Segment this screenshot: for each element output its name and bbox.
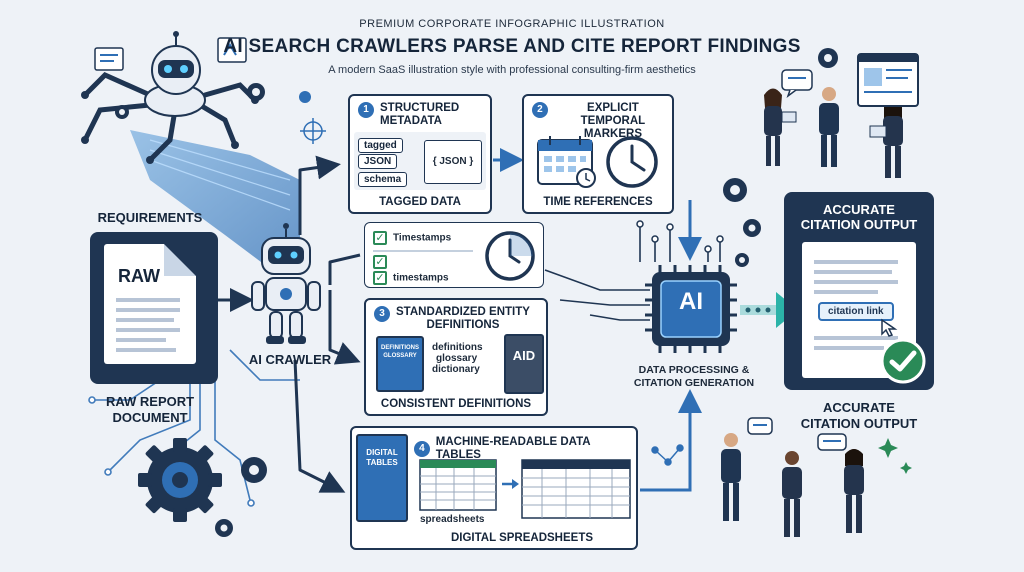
raw-document-card: RAW (90, 232, 218, 384)
gear-icon (723, 48, 838, 267)
raw-document-icon: RAW (104, 244, 196, 364)
circuit-lines (88, 349, 300, 507)
processing-label-line2: CITATION GENERATION (633, 377, 755, 389)
spider-robot-icon (81, 31, 259, 164)
panel-3-header: 3 STANDARDIZED ENTITY DEFINITIONS (374, 306, 530, 332)
step-number: 1 (358, 102, 374, 118)
metadata-window: tagged JSON schema { JSON } (354, 132, 486, 190)
page-title: AI SEARCH CRAWLERS PARSE AND CITE REPORT… (223, 36, 801, 57)
citation-link[interactable]: citation link (818, 302, 894, 321)
tag-chip: tagged (358, 138, 403, 153)
citation-card-title: ACCURATE CITATION OUTPUT (784, 202, 934, 232)
citation-output-caption-line2: CITATION OUTPUT (800, 416, 918, 431)
panel-3-caption: CONSISTENT DEFINITIONS (380, 398, 532, 410)
spreadsheet-label: spreadsheets (420, 514, 485, 525)
panel-1-title: STRUCTURED METADATA (380, 102, 459, 128)
crawler-robot-icon (251, 223, 321, 344)
timestamp-text: timestamps (393, 272, 449, 284)
timestamps-card: ✓ Timestamps ✓ ✓ timestamps (364, 222, 544, 288)
panel-4-title: MACHINE-READABLE DATA TABLES (435, 436, 591, 461)
book-text: GLOSSARY (383, 353, 417, 359)
business-people-icon (764, 53, 919, 178)
ai-chip-label: AI (679, 288, 703, 315)
ai-chip-icon (645, 265, 737, 353)
crawler-label: AI CRAWLER (248, 352, 332, 367)
citation-card-title-line2: CITATION OUTPUT (800, 217, 918, 232)
panel-1-title-line2: METADATA (380, 115, 442, 127)
panel-3-title-line2: DEFINITIONS (426, 319, 500, 331)
floating-card-icon (94, 37, 247, 71)
panel-4-header: 4 MACHINE-READABLE DATA TABLES (414, 436, 636, 462)
cursor-icon (881, 318, 898, 337)
raw-report-caption-line1: RAW REPORT (105, 394, 195, 409)
tag-chip: JSON (358, 154, 398, 169)
step-number: 3 (374, 306, 390, 322)
clock-icon (485, 231, 535, 281)
panel-2-caption: TIME REFERENCES (543, 196, 653, 208)
panel-1-header: 1 STRUCTURED METADATA (358, 102, 459, 128)
definition-word: definitions (432, 342, 483, 353)
page-subtitle: A modern SaaS illustration style with pr… (328, 64, 696, 76)
panel-structured-metadata: 1 STRUCTURED METADATA tagged JSON schema… (348, 94, 492, 214)
citation-card-title-line1: ACCURATE (823, 202, 895, 217)
calendar-clock-icon (537, 136, 658, 188)
spreadsheet-icon (419, 459, 631, 519)
panel-2-title-line1: EXPLICIT TEMPORAL (580, 102, 646, 127)
eyebrow-text: PREMIUM CORPORATE INFOGRAPHIC ILLUSTRATI… (359, 18, 665, 30)
timestamp-row: ✓ Timestamps (373, 231, 451, 245)
dictionary-book-icon: AID (504, 334, 544, 394)
tag-chip: schema (358, 172, 408, 187)
panel-4-caption: DIGITAL SPREADSHEETS (450, 532, 594, 544)
large-gear-icon (138, 438, 222, 522)
crosshair-icon (300, 118, 326, 144)
check-icon: ✓ (373, 231, 387, 245)
step-number: 2 (532, 102, 548, 118)
raw-report-caption: RAW REPORT DOCUMENT (80, 394, 220, 426)
panel-3-title-line1: STANDARDIZED ENTITY (396, 306, 530, 318)
raw-report-caption-line2: DOCUMENT (112, 410, 188, 425)
processing-label: DATA PROCESSING & CITATION GENERATION (614, 364, 774, 390)
requirements-label: REQUIREMENTS (97, 210, 203, 225)
business-people-icon (721, 417, 912, 537)
raw-document-word: RAW (118, 266, 160, 286)
check-icon: ✓ (373, 271, 387, 285)
citation-output-caption: ACCURATE CITATION OUTPUT (784, 400, 934, 432)
definition-words: definitions glossary dictionary (432, 342, 483, 375)
book-text: DEFINITIONS (380, 345, 419, 351)
panel-data-tables: 4 MACHINE-READABLE DATA TABLES DIGITAL T… (350, 426, 638, 550)
check-icon: ✓ (373, 255, 387, 269)
timestamp-text: Timestamps (393, 232, 452, 244)
success-check-icon (880, 338, 926, 384)
network-icon (651, 444, 684, 466)
glossary-book-icon: DEFINITIONS GLOSSARY (376, 336, 424, 392)
book-text: DIGITAL (366, 448, 398, 457)
panel-temporal-markers: 2 EXPLICIT TEMPORAL MARKERS TIME REFEREN… (522, 94, 674, 214)
citation-output-card: ACCURATE CITATION OUTPUT citation link (784, 192, 934, 390)
definition-word: dictionary (432, 364, 480, 375)
definition-word: glossary (436, 353, 478, 364)
timestamp-row: ✓ timestamps (373, 271, 449, 285)
panel-entity-definitions: 3 STANDARDIZED ENTITY DEFINITIONS DEFINI… (364, 298, 548, 416)
json-block: { JSON } (424, 140, 482, 184)
tables-book-icon: DIGITAL TABLES (356, 434, 408, 522)
step-number: 4 (414, 441, 430, 457)
citation-output-caption-line1: ACCURATE (823, 400, 895, 415)
processing-label-line1: DATA PROCESSING & (638, 364, 750, 376)
panel-3-title: STANDARDIZED ENTITY DEFINITIONS (396, 306, 530, 332)
gear-icon (215, 457, 267, 537)
book-text: TABLES (366, 458, 398, 467)
panel-1-title-line1: STRUCTURED (380, 102, 460, 114)
gear-icon (115, 83, 311, 119)
data-beam (130, 130, 300, 265)
panel-1-caption: TAGGED DATA (379, 196, 461, 208)
